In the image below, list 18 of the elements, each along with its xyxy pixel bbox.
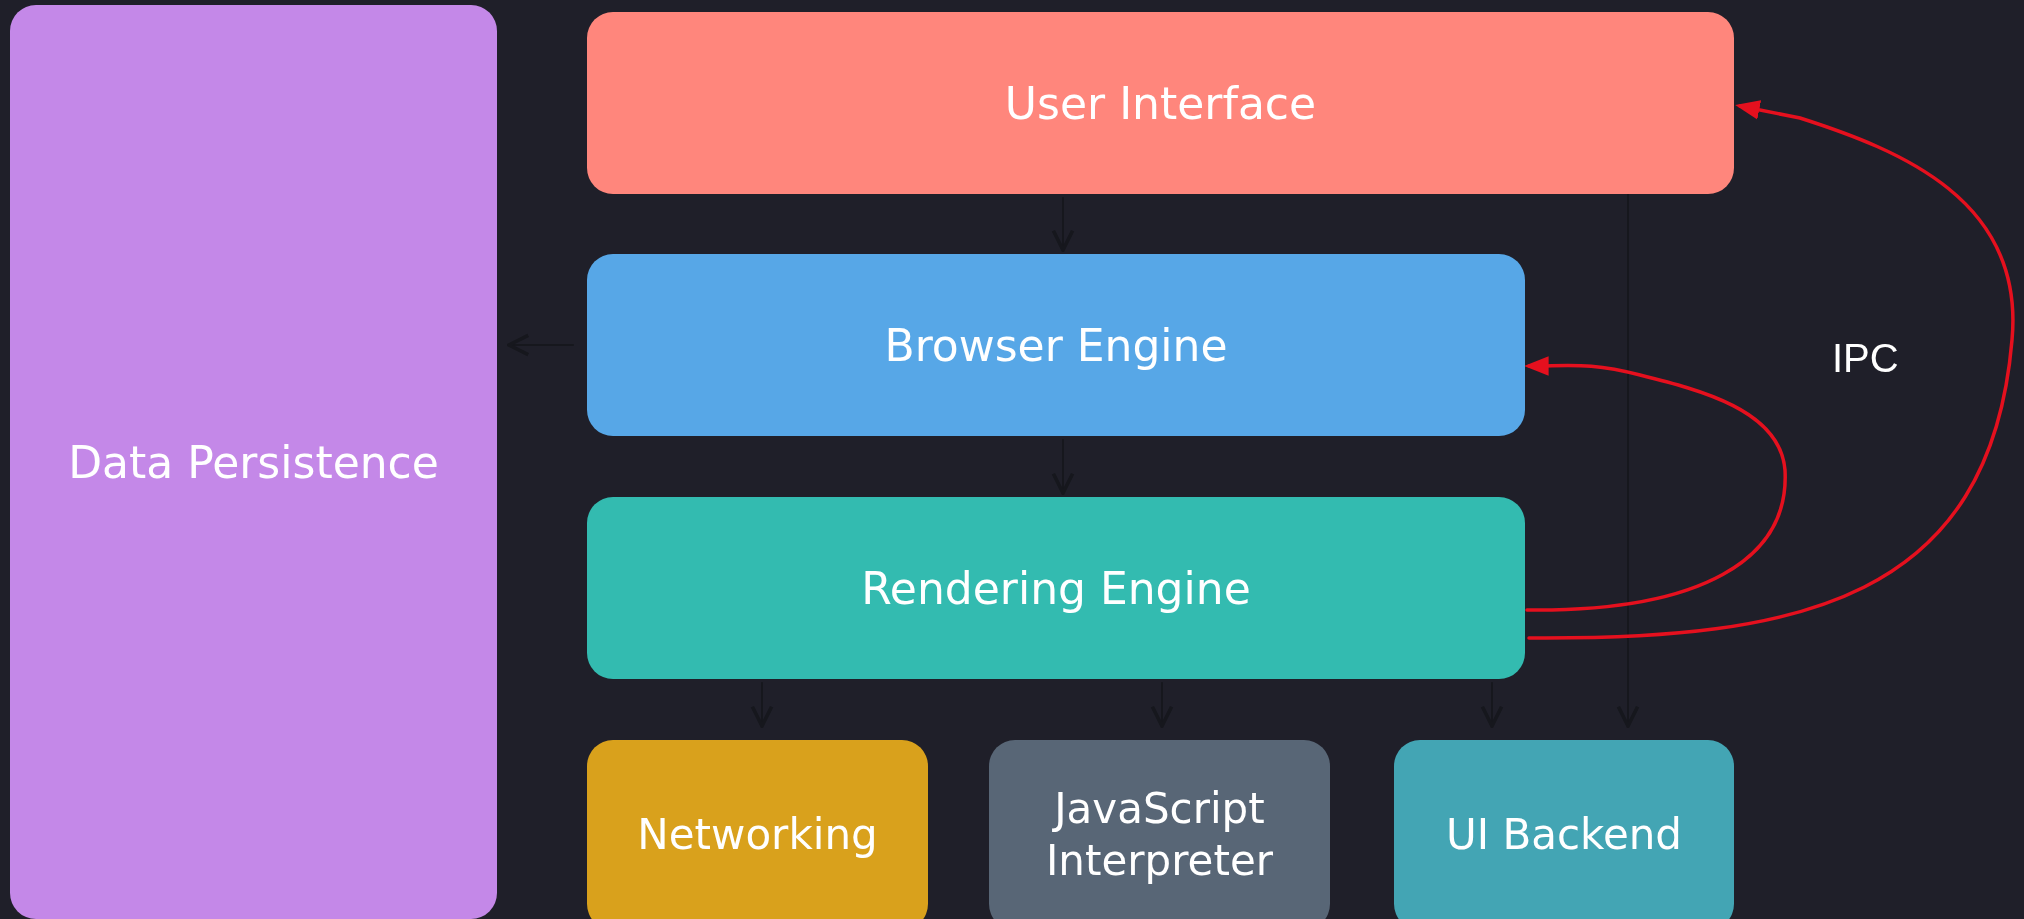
box-label: Networking	[637, 808, 878, 861]
arrow	[1524, 356, 1787, 612]
arrow	[1527, 100, 2015, 640]
process-box	[587, 497, 1525, 679]
box-label: JavaScript Interpreter	[1045, 782, 1274, 887]
box-label: User Interface	[1004, 76, 1317, 131]
annotation-text: IPC	[1832, 336, 1899, 381]
process-box	[587, 12, 1734, 194]
process-box	[10, 5, 497, 919]
process-box	[1394, 740, 1734, 919]
process-box	[587, 740, 928, 919]
box-label: Browser Engine	[884, 318, 1228, 373]
process-box	[989, 740, 1330, 919]
process-box	[587, 254, 1525, 436]
box-label: Rendering Engine	[861, 561, 1251, 616]
box-label: Data Persistence	[68, 435, 439, 490]
box-label: UI Backend	[1445, 808, 1683, 861]
arrow	[1616, 193, 1640, 728]
